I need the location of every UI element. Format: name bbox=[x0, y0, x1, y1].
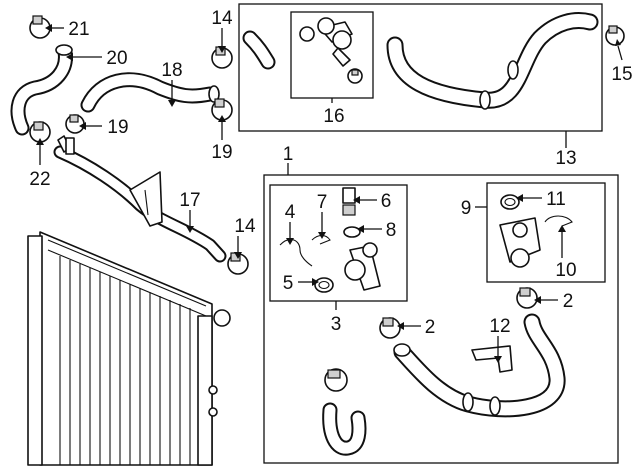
arrowheads bbox=[36, 24, 621, 363]
box-13-hoses-group bbox=[238, 3, 603, 132]
hose-lower-part bbox=[393, 313, 566, 418]
callout-17: 17 bbox=[179, 190, 200, 211]
clamp-15-part bbox=[605, 25, 625, 46]
callout-labels: 1 2 2 2 3 4 5 6 7 8 9 10 11 12 13 14 14 … bbox=[29, 8, 632, 338]
clamp-21-part bbox=[29, 15, 51, 39]
callout-9: 9 bbox=[461, 198, 472, 219]
sensor-6-part bbox=[342, 187, 356, 216]
callout-22: 22 bbox=[29, 169, 50, 190]
callout-16: 16 bbox=[323, 106, 344, 127]
callout-14-b: 14 bbox=[234, 216, 256, 237]
clamp-14a-part bbox=[211, 46, 233, 69]
clip-10-part bbox=[544, 215, 573, 227]
callout-20: 20 bbox=[106, 48, 127, 69]
clip-4-part bbox=[279, 239, 313, 267]
callout-8: 8 bbox=[386, 220, 397, 241]
oring-11-part bbox=[500, 194, 520, 210]
clamp-19a-part bbox=[65, 114, 85, 134]
hose-short-part bbox=[242, 30, 276, 70]
radiator-part bbox=[27, 231, 231, 466]
callout-5: 5 bbox=[283, 273, 294, 294]
callout-12: 12 bbox=[489, 316, 510, 337]
hose-20-part bbox=[10, 44, 73, 136]
callout-4: 4 bbox=[285, 202, 296, 223]
callout-1: 1 bbox=[283, 144, 294, 165]
callout-15: 15 bbox=[611, 64, 632, 85]
callout-13: 13 bbox=[555, 148, 576, 169]
callout-14-a: 14 bbox=[211, 8, 233, 29]
callout-19-a: 19 bbox=[107, 117, 128, 138]
thermostat-9-part bbox=[499, 217, 541, 268]
callout-10: 10 bbox=[555, 260, 576, 281]
callout-19-b: 19 bbox=[211, 142, 232, 163]
callout-3: 3 bbox=[331, 314, 342, 335]
callout-7: 7 bbox=[317, 192, 328, 213]
box-9-thermostat-group bbox=[486, 182, 606, 283]
clamp-22-part bbox=[29, 121, 51, 143]
callout-6: 6 bbox=[381, 191, 392, 212]
hose-13-part bbox=[386, 12, 599, 110]
callout-11: 11 bbox=[546, 189, 566, 210]
connector-16-part bbox=[299, 17, 363, 84]
callout-18: 18 bbox=[161, 60, 182, 81]
flange-3-part bbox=[344, 242, 381, 291]
callout-2-b: 2 bbox=[563, 291, 574, 312]
pipe-17-part bbox=[53, 135, 227, 263]
clamp-2b-part bbox=[516, 287, 538, 309]
box-3-flange-group bbox=[269, 184, 408, 302]
hose-u-part bbox=[322, 368, 367, 456]
bracket-12-part bbox=[471, 345, 513, 373]
hose-18-part bbox=[80, 72, 220, 113]
clamp-2a-part bbox=[379, 317, 401, 339]
leader-lines bbox=[39, 27, 623, 356]
box-1-outlet-group bbox=[263, 174, 619, 464]
oring-8-part bbox=[343, 226, 361, 238]
oring-5-part bbox=[314, 277, 334, 293]
callout-2-a: 2 bbox=[425, 317, 436, 338]
callout-21: 21 bbox=[68, 19, 89, 40]
